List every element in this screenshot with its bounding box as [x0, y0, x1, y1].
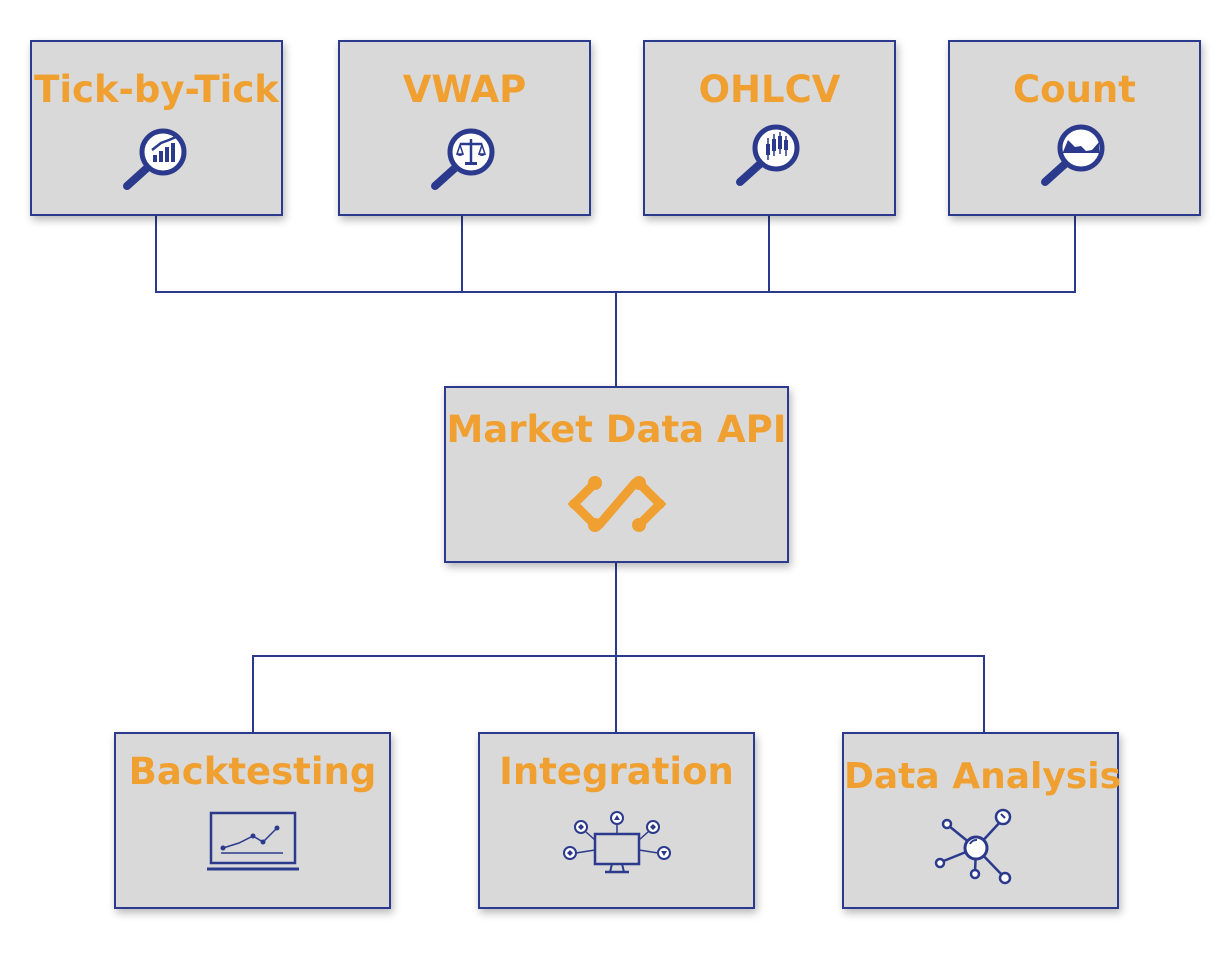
box-label: Tick-by-Tick: [34, 68, 279, 111]
top-bus-line: [155, 216, 1076, 293]
box-label: OHLCV: [698, 68, 841, 111]
magnifier-bar-chart-icon: [122, 128, 186, 190]
bottom-bus-line: [252, 655, 985, 732]
tick-by-tick-box: Tick-by-Tick: [30, 40, 283, 216]
magnifier-candlestick-icon: [735, 124, 799, 186]
magnifier-area-chart-icon: [1040, 124, 1104, 186]
box-label: VWAP: [402, 68, 527, 111]
box-label: Data Analysis: [844, 756, 1121, 797]
box-label: Market Data API: [446, 408, 787, 451]
box-label: Integration: [499, 750, 734, 793]
magnifier-scales-icon: [430, 128, 494, 190]
backtesting-box: Backtesting: [114, 732, 391, 909]
market-data-api-box: Market Data API: [444, 386, 789, 563]
vwap-box: VWAP: [338, 40, 591, 216]
data-analysis-box: Data Analysis: [842, 732, 1121, 909]
integration-box: Integration: [478, 732, 755, 909]
box-label: Backtesting: [128, 750, 377, 793]
monitor-network-icon: [562, 811, 671, 874]
box-label: Count: [1013, 68, 1136, 111]
network-nodes-icon: [934, 808, 1011, 885]
api-link-icon: [567, 476, 666, 532]
ohlcv-box: OHLCV: [643, 40, 896, 216]
laptop-chart-icon: [206, 811, 299, 871]
count-box: Count: [948, 40, 1201, 216]
